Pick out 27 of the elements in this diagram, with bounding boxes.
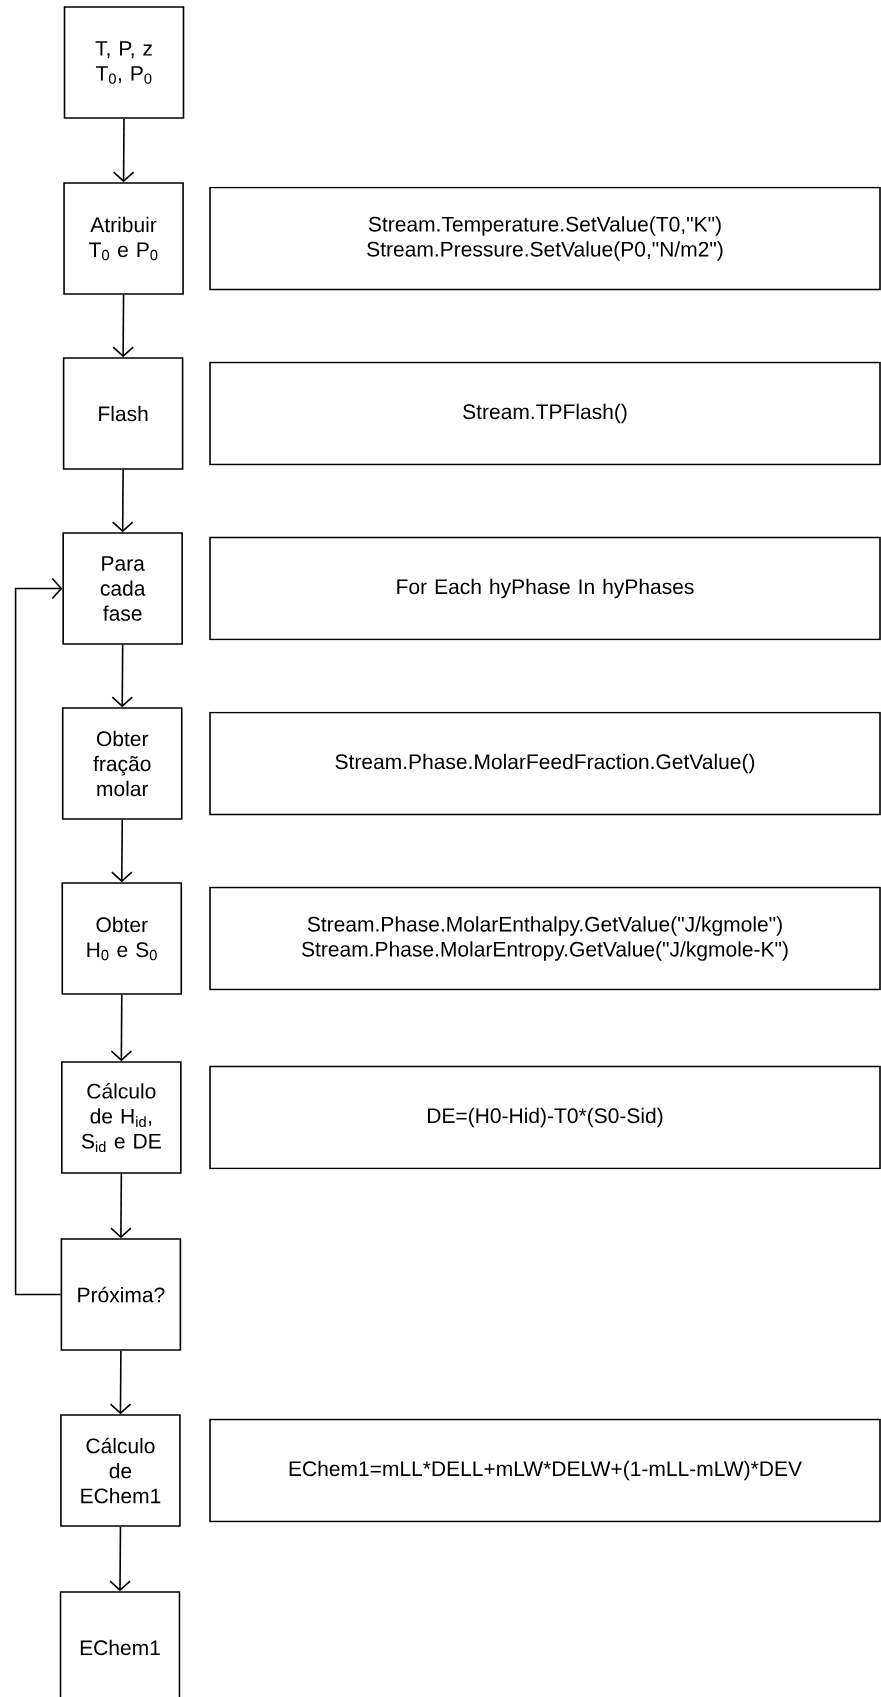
arrow (111, 819, 133, 883)
arrow (110, 994, 133, 1062)
code-box: Stream.Phase.MolarFeedFraction.GetValue() (209, 711, 881, 816)
code-box: For Each hyPhase In hyPhases (209, 536, 881, 641)
process-box: Flash (62, 357, 184, 470)
arrow (112, 118, 135, 183)
process-box: Próxima? (60, 1238, 182, 1351)
process-box: EChem1 (59, 1591, 181, 1697)
arrow (109, 1350, 132, 1415)
code-box: Stream.Phase.MolarEnthalpy.GetValue("J/kgmole") Stream.Phase.MolarEntropy.GetValue("J/kgmole-K") (209, 886, 881, 991)
process-box: Obter fração molar (61, 707, 183, 820)
arrow (110, 1173, 132, 1239)
arrow (111, 644, 134, 708)
code-box: Stream.Temperature.SetValue(T0,"K") Stream.Pressure.SetValue(P0,"N/m2") (209, 186, 881, 291)
process-box: Obter H$_{0}$ e S$_{0}$ (61, 882, 183, 995)
process-box: Atribuir T$_{0}$ e P$_{0}$ (63, 182, 184, 295)
process-box: Cálculo de H$_{id}$, S$_{id}$ e DE (61, 1061, 182, 1174)
arrow (111, 469, 134, 533)
process-box: T, P, z T$_{0}$, P$_{0}$ (63, 6, 185, 119)
code-box: EChem1=mLL*DELL+mLW*DELW+(1-mLL-mLW)*DEV (209, 1418, 881, 1523)
process-box: Cálculo de EChem1 (60, 1414, 181, 1527)
code-box: Stream.TPFlash() (209, 361, 881, 466)
process-box: Para cada fase (62, 532, 183, 645)
arrow (112, 294, 134, 358)
arrow (109, 1526, 131, 1592)
arrow (14, 577, 63, 1296)
code-box: DE=(H0-Hid)-T0*(S0-Sid) (209, 1065, 881, 1170)
